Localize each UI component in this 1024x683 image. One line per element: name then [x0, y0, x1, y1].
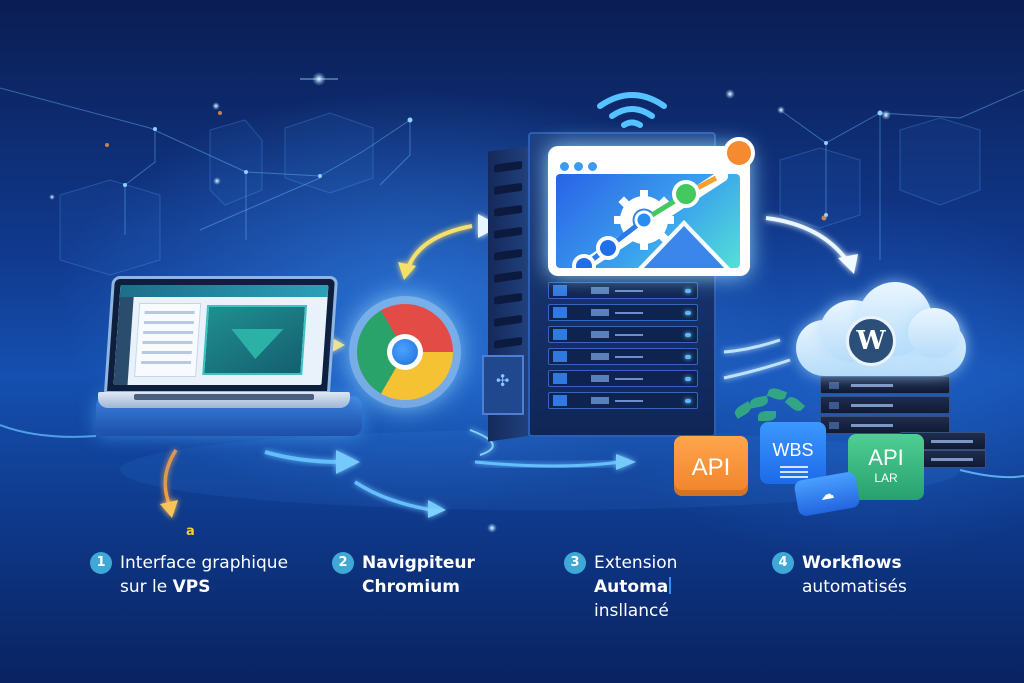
server-drive — [548, 370, 698, 387]
api-block-green: API LAR — [848, 434, 924, 500]
step-2-line1: Navigpiteur — [362, 553, 475, 573]
step-number-badge: 2 — [332, 552, 354, 574]
wordpress-icon: W — [846, 316, 896, 366]
wifi-icon — [597, 92, 667, 128]
step-1: 1 Interface graphique sur le VPS — [90, 551, 288, 599]
server-drive — [548, 304, 698, 321]
window-dots-icon — [560, 156, 602, 175]
step-number-badge: 3 — [564, 552, 586, 574]
step-1-line2-bold: VPS — [172, 577, 211, 597]
step-3-line1: Extension — [594, 553, 678, 573]
chromium-icon — [349, 296, 461, 408]
laptop — [98, 276, 354, 436]
automation-browser-window — [548, 137, 755, 276]
step-2-line2: Chromium — [362, 577, 460, 597]
stray-glyph: a — [186, 524, 195, 539]
step-4-line2: automatisés — [802, 577, 907, 597]
laptop-screen-gui — [113, 285, 329, 385]
server-drive — [548, 348, 698, 365]
gear-workflow-icon — [572, 174, 728, 268]
laptop-lid — [103, 276, 339, 394]
wbs-block: WBS — [760, 422, 826, 484]
step-3-line2: Automa — [594, 577, 669, 597]
cloud-icon: ☁ — [818, 484, 836, 504]
step-number-badge: 1 — [90, 552, 112, 574]
step-3: 3 Extension Automa insllancé — [564, 551, 677, 623]
text-cursor — [669, 577, 672, 594]
api-block-orange: API — [674, 436, 748, 496]
step-3-line3: insllancé — [594, 601, 669, 621]
server-drive — [548, 392, 698, 409]
network-icon: ✣ — [496, 371, 510, 390]
orange-node-icon — [723, 137, 755, 169]
server-drive — [548, 282, 698, 299]
rack-unit — [820, 376, 950, 394]
step-1-line2-prefix: sur le — [120, 577, 173, 597]
step-4-line1: Workflows — [802, 553, 902, 573]
rack-unit — [820, 396, 950, 414]
step-number-badge: 4 — [772, 552, 794, 574]
step-4: 4 Workflows automatisés — [772, 551, 907, 599]
step-1-line1: Interface graphique — [120, 553, 289, 573]
server-drive — [548, 326, 698, 343]
step-2: 2 Navigpiteur Chromium — [332, 551, 475, 599]
laptop-keyboard — [134, 394, 314, 400]
server-side-panel: ✣ — [482, 355, 524, 415]
plant-decoration — [728, 385, 818, 425]
